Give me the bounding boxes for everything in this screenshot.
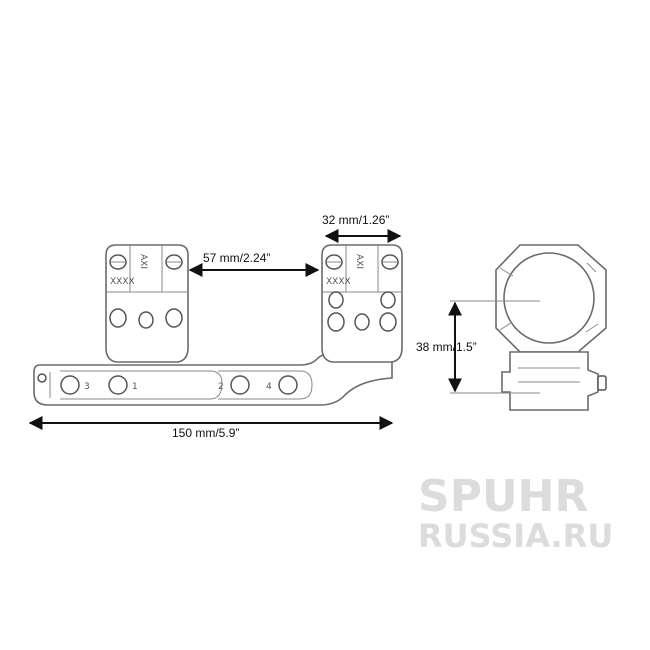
screw-number-3: 3: [84, 382, 90, 392]
rear-ring: AXI XXXX: [321, 244, 403, 363]
screw-number-2: 2: [218, 382, 224, 392]
base-screw-3: [60, 375, 80, 395]
mount-side-view: AXI XXXX AXI XXXX 3 1 2 4: [33, 244, 403, 406]
dimension-center-height: 38 mm/1.5”: [416, 300, 540, 394]
front-ring-code: AXI: [138, 254, 148, 269]
dimension-ring-width: 32 mm/1.26”: [322, 213, 402, 243]
dimension-ring-spacing: 57 mm/2.24”: [188, 251, 320, 277]
front-ring-serial: XXXX: [110, 277, 135, 287]
screw-number-4: 4: [266, 382, 272, 392]
rear-ring-code: AXI: [354, 254, 364, 269]
base-screw-2: [230, 375, 250, 395]
screw-number-1: 1: [132, 382, 138, 392]
mount-end-view: [495, 244, 607, 411]
rear-ring-serial: XXXX: [326, 277, 351, 287]
watermark-line-1: SPUHR: [418, 471, 588, 522]
base-screw-1: [108, 375, 128, 395]
watermark-line-2: RUSSIA.RU: [418, 517, 613, 555]
overall-length-label: 150 mm/5.9”: [172, 426, 239, 440]
dimension-overall-length: 150 mm/5.9”: [28, 416, 394, 440]
front-ring: AXI XXXX: [105, 244, 189, 363]
watermark: SPUHR RUSSIA.RU: [418, 471, 613, 555]
center-height-label: 38 mm/1.5”: [416, 340, 477, 354]
ring-width-label: 32 mm/1.26”: [322, 213, 389, 227]
base-screw-4: [278, 375, 298, 395]
ring-spacing-label: 57 mm/2.24”: [203, 251, 270, 265]
